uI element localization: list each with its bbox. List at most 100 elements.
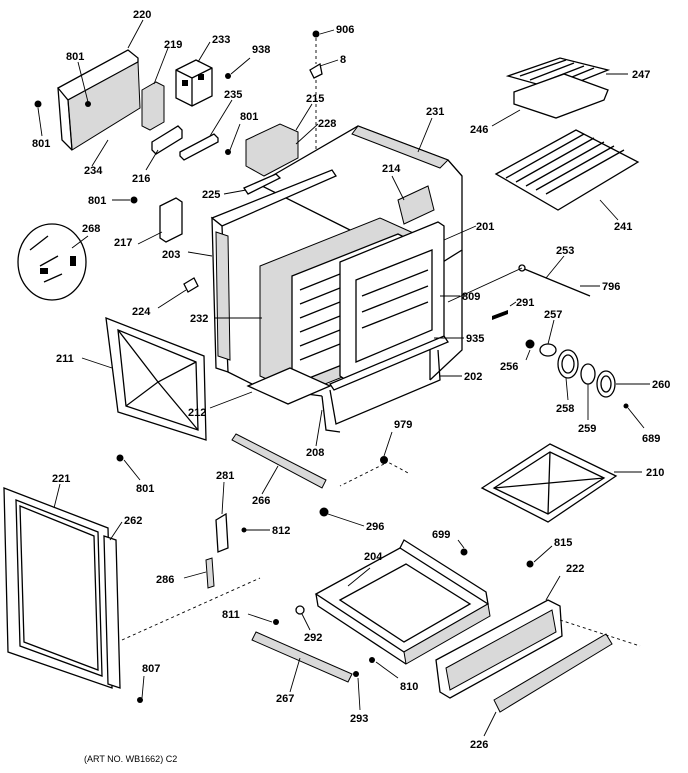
label-257: 257	[544, 309, 562, 321]
dash-door	[121, 577, 261, 641]
control-block-233	[175, 41, 213, 107]
label-203: 203	[162, 249, 180, 261]
label-293: 293	[350, 713, 368, 725]
clip-8	[309, 38, 339, 79]
label-226: 226	[470, 739, 488, 751]
bracket-217	[137, 197, 183, 245]
label-232: 232	[190, 313, 208, 325]
broiler-grid-247	[505, 57, 628, 91]
screw-812	[241, 527, 270, 533]
socket-256	[525, 339, 535, 361]
front-frame-203	[187, 169, 341, 433]
label-246: 246	[470, 124, 488, 136]
label-201: 201	[476, 221, 494, 233]
label-699: 699	[432, 529, 450, 541]
side-panel-201	[339, 221, 477, 381]
oven-rack-241	[494, 129, 640, 221]
label-267: 267	[276, 693, 294, 705]
door-221	[3, 483, 113, 689]
label-812: 812	[272, 525, 290, 537]
label-801e: 801	[136, 483, 154, 495]
label-204: 204	[364, 551, 383, 563]
leader-208	[315, 409, 323, 447]
label-234: 234	[84, 165, 103, 177]
label-906: 906	[336, 24, 354, 36]
label-262: 262	[124, 515, 142, 527]
screw-801c	[225, 123, 241, 155]
label-210: 210	[646, 467, 664, 479]
screw-801d	[112, 196, 138, 204]
label-266: 266	[252, 495, 270, 507]
drawer-front-222	[435, 575, 563, 699]
washer-292	[295, 605, 311, 631]
bulb-257	[539, 319, 557, 357]
label-801a: 801	[66, 51, 84, 63]
label-801b: 801	[32, 138, 50, 150]
bracket-281	[215, 481, 229, 553]
screw-801b	[34, 100, 43, 137]
screw-807	[137, 675, 145, 703]
leader-rod	[447, 267, 523, 303]
label-212: 212	[188, 407, 206, 419]
label-253: 253	[556, 245, 574, 257]
screw-296	[319, 507, 365, 527]
screw-291	[492, 301, 517, 320]
vent-214	[391, 175, 435, 225]
screw-293	[353, 671, 361, 711]
screw-906	[312, 29, 335, 38]
spring-286	[183, 557, 215, 589]
label-291: 291	[516, 297, 534, 309]
label-258: 258	[556, 403, 574, 415]
label-796: 796	[602, 281, 620, 293]
side-panel-211	[81, 316, 207, 441]
label-231: 231	[426, 106, 444, 118]
label-220: 220	[133, 9, 151, 21]
label-801d: 801	[88, 195, 106, 207]
screw-801a	[77, 61, 91, 107]
tray-210	[480, 443, 642, 523]
label-256: 256	[500, 361, 518, 373]
label-215: 215	[306, 93, 324, 105]
label-935: 935	[466, 333, 484, 345]
dash-222	[559, 619, 641, 647]
drawer-204	[314, 539, 491, 665]
screw-810	[369, 657, 399, 679]
label-217: 217	[114, 237, 132, 249]
leader-234	[91, 139, 109, 167]
screw-979	[339, 431, 411, 487]
panel-219	[141, 47, 169, 131]
screw-801e	[116, 454, 141, 481]
label-296: 296	[366, 521, 384, 533]
rail-267	[251, 631, 353, 693]
label-208: 208	[306, 447, 324, 459]
screw-815	[526, 545, 553, 568]
backguard-220	[56, 19, 144, 151]
label-211: 211	[56, 353, 74, 365]
label-8: 8	[340, 54, 346, 66]
label-241: 241	[614, 221, 632, 233]
label-219: 219	[164, 39, 182, 51]
screw-811	[247, 613, 279, 625]
screw-689	[623, 403, 645, 429]
floor-212	[209, 367, 332, 409]
label-979: 979	[394, 419, 412, 431]
label-801c: 801	[240, 111, 258, 123]
label-938: 938	[252, 44, 270, 56]
bracket-225	[223, 173, 282, 195]
door-side-262	[103, 521, 123, 689]
burner-box-215	[245, 103, 313, 177]
label-810: 810	[400, 681, 418, 693]
trim-226	[483, 633, 613, 737]
frame-202	[329, 349, 462, 425]
detail-268	[17, 223, 89, 301]
art-number-caption: (ART NO. WB1662) C2	[84, 754, 177, 764]
cover-260	[596, 370, 650, 398]
label-807: 807	[142, 663, 160, 675]
screw-938	[225, 57, 251, 79]
label-259: 259	[578, 423, 596, 435]
label-809: 809	[462, 291, 480, 303]
label-811: 811	[222, 609, 240, 621]
bracket-216	[145, 125, 183, 171]
rail-266	[231, 433, 327, 495]
